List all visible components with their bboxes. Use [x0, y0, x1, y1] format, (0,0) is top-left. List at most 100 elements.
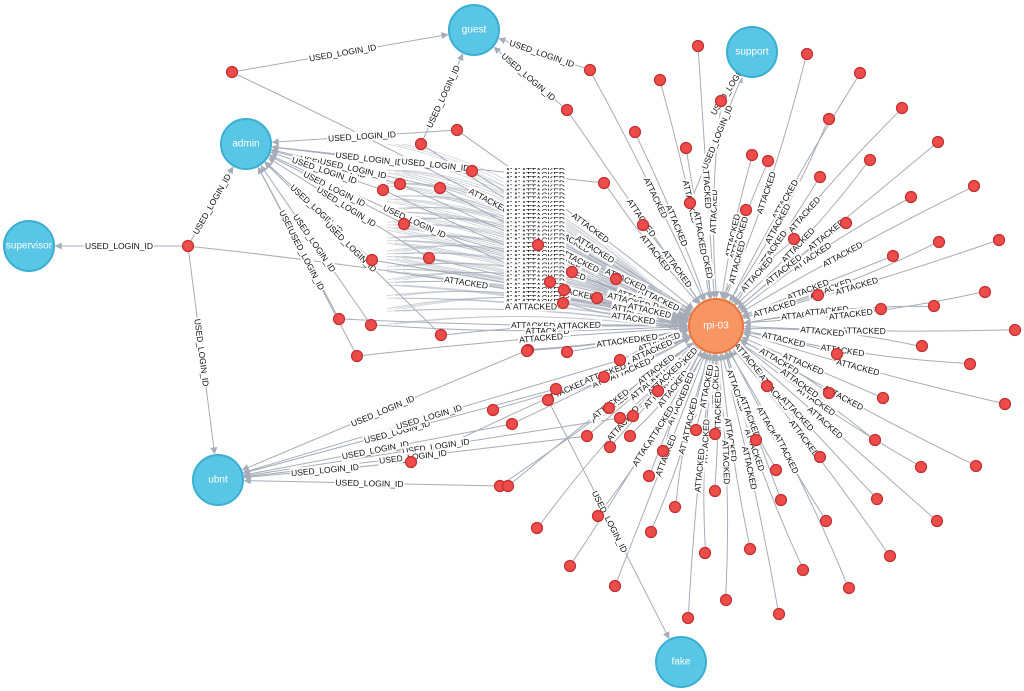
ip-node[interactable] — [743, 542, 757, 556]
ip-node[interactable] — [486, 403, 500, 417]
ip-node[interactable] — [698, 546, 712, 560]
ip-node[interactable] — [434, 328, 448, 342]
ip-node[interactable] — [653, 73, 667, 87]
ip-node[interactable] — [590, 291, 604, 305]
ip-node[interactable] — [749, 433, 763, 447]
ip-node[interactable] — [683, 196, 697, 210]
ip-node[interactable] — [450, 123, 464, 137]
ip-node[interactable] — [931, 135, 945, 149]
ip-node[interactable] — [868, 433, 882, 447]
ip-node[interactable] — [886, 249, 900, 263]
ip-node[interactable] — [760, 379, 774, 393]
ip-node[interactable] — [404, 455, 418, 469]
ip-node[interactable] — [904, 190, 918, 204]
ip-node[interactable] — [708, 484, 722, 498]
ip-node[interactable] — [181, 239, 195, 253]
ip-node[interactable] — [541, 393, 555, 407]
ip-node[interactable] — [365, 253, 379, 267]
ip-node[interactable] — [708, 427, 722, 441]
ip-node[interactable] — [813, 170, 827, 184]
ip-node[interactable] — [876, 391, 890, 405]
ip-node[interactable] — [560, 103, 574, 117]
ip-node[interactable] — [520, 344, 534, 358]
ip-node[interactable] — [830, 347, 844, 361]
ip-node[interactable] — [628, 125, 642, 139]
ip-node[interactable] — [591, 509, 605, 523]
ip-node[interactable] — [556, 296, 570, 310]
ip-node[interactable] — [963, 357, 977, 371]
user-node-admin[interactable]: admin — [220, 118, 272, 170]
ip-node[interactable] — [689, 423, 703, 437]
ip-node[interactable] — [433, 181, 447, 195]
ip-node[interactable] — [772, 607, 786, 621]
ip-node[interactable] — [978, 285, 992, 299]
ip-node[interactable] — [681, 611, 695, 625]
ip-node[interactable] — [583, 63, 597, 77]
ip-node[interactable] — [839, 216, 853, 230]
ip-node[interactable] — [927, 299, 941, 313]
ip-node[interactable] — [932, 235, 946, 249]
ip-node[interactable] — [796, 563, 810, 577]
user-node-support[interactable]: support — [726, 26, 778, 78]
ip-node[interactable] — [376, 183, 390, 197]
ip-node[interactable] — [870, 492, 884, 506]
ip-node[interactable] — [397, 217, 411, 231]
ip-node[interactable] — [651, 384, 665, 398]
ip-node[interactable] — [745, 148, 759, 162]
ip-node[interactable] — [656, 444, 670, 458]
ip-node[interactable] — [636, 218, 650, 232]
user-node-ubnt-circle[interactable] — [192, 454, 244, 506]
ip-node[interactable] — [811, 288, 825, 302]
ip-node[interactable] — [787, 232, 801, 246]
ip-node[interactable] — [644, 525, 658, 539]
ip-node[interactable] — [883, 549, 897, 563]
ip-node[interactable] — [719, 593, 733, 607]
honeypot-node-rpi-03[interactable]: rpi-03 — [688, 298, 744, 354]
honeypot-node-rpi-03-circle[interactable] — [688, 298, 744, 354]
ip-node[interactable] — [969, 459, 983, 473]
ip-node[interactable] — [819, 514, 833, 528]
user-node-fake-circle[interactable] — [655, 636, 707, 688]
ip-node[interactable] — [842, 581, 856, 595]
ip-node[interactable] — [565, 265, 579, 279]
ip-node[interactable] — [915, 339, 929, 353]
ip-node[interactable] — [874, 302, 888, 316]
ip-node[interactable] — [393, 177, 407, 191]
ip-node[interactable] — [543, 275, 557, 289]
ip-node[interactable] — [822, 112, 836, 126]
ip-node[interactable] — [813, 450, 827, 464]
ip-node[interactable] — [560, 345, 574, 359]
user-node-admin-circle[interactable] — [220, 118, 272, 170]
user-node-support-circle[interactable] — [726, 26, 778, 78]
ip-node[interactable] — [530, 521, 544, 535]
ip-node[interactable] — [332, 312, 346, 326]
ip-node[interactable] — [853, 66, 867, 80]
user-node-guest[interactable]: guest — [448, 4, 500, 56]
ip-node[interactable] — [505, 417, 519, 431]
ip-node[interactable] — [364, 318, 378, 332]
user-node-fake[interactable]: fake — [655, 636, 707, 688]
ip-node[interactable] — [1008, 323, 1022, 337]
user-node-supervisor-circle[interactable] — [3, 220, 55, 272]
ip-node[interactable] — [609, 272, 623, 286]
ip-node[interactable] — [414, 137, 428, 151]
ip-node[interactable] — [580, 429, 594, 443]
ip-node[interactable] — [967, 179, 981, 193]
ip-node[interactable] — [501, 479, 515, 493]
ip-node[interactable] — [863, 153, 877, 167]
ip-node[interactable] — [642, 469, 656, 483]
user-node-supervisor[interactable]: supervisor — [3, 220, 55, 272]
ip-node[interactable] — [465, 164, 479, 178]
user-node-ubnt[interactable]: ubnt — [192, 454, 244, 506]
ip-node[interactable] — [679, 141, 693, 155]
ip-node[interactable] — [914, 460, 928, 474]
ip-node[interactable] — [739, 203, 753, 217]
ip-node[interactable] — [531, 238, 545, 252]
ip-node[interactable] — [613, 411, 627, 425]
ip-node[interactable] — [597, 176, 611, 190]
ip-node[interactable] — [930, 514, 944, 528]
ip-node[interactable] — [549, 382, 563, 396]
ip-node[interactable] — [668, 500, 682, 514]
ip-node[interactable] — [603, 440, 617, 454]
